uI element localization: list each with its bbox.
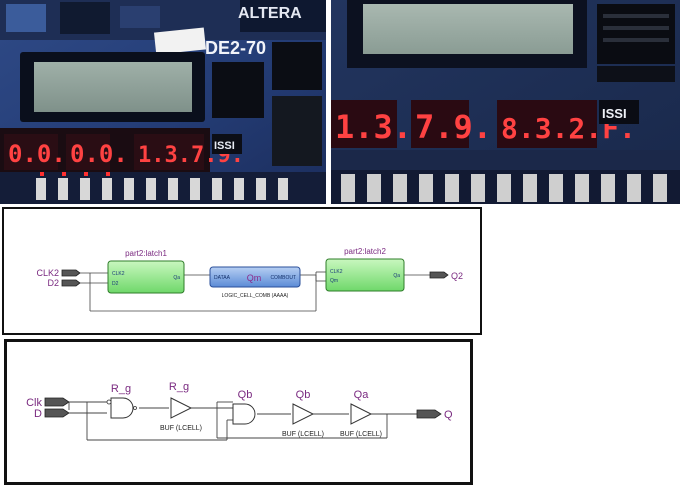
lcell-port-in: DATAA (214, 275, 231, 281)
lcell-caption: LOGIC_CELL_COMB (AAAA) (222, 293, 289, 299)
rtl-wires (80, 271, 430, 312)
buffer-caption-1: BUF (LCELL) (282, 431, 324, 438)
and-gate-qb[interactable] (232, 403, 256, 425)
lcell-name: Qm (247, 273, 262, 283)
technology-map-view: Clk D R_g R_g BUF (LCELL (4, 339, 473, 485)
board-photo-right: 1.3. 7.9. 8.3.2.F. ISSI (331, 0, 680, 204)
latch2-port-d: Qm (330, 278, 338, 284)
latch1-port-clk: CLK2 (112, 271, 125, 277)
inverter-bubble (106, 399, 112, 405)
latch1-name: part2:latch1 (125, 249, 167, 258)
red-leds-left (40, 172, 110, 176)
pin-d[interactable] (44, 408, 70, 418)
toggle-switches-left (36, 178, 288, 200)
gate-label-4: Qa (354, 389, 370, 401)
technology-map-diagram: Clk D R_g R_g BUF (LCELL (26, 381, 453, 441)
input-label-d2: D2 (47, 278, 59, 288)
latch2-port-q: Qa (393, 273, 400, 279)
issi-logo-right: ISSI (602, 106, 627, 121)
board-name-label: DE2-70 (205, 38, 266, 58)
and-gate-r-g[interactable] (110, 397, 134, 419)
rtl-netlist-view: CLK2 D2 part2:latch1 CLK2 D2 Qa DATAA Qm… (2, 207, 482, 335)
board-photo-left-image: ALTERA DE2-70 0.0. 0.0. 1.3.7.9. ISSI (0, 0, 326, 204)
latch2-port-clk: CLK2 (330, 269, 343, 275)
rtl-netlist-diagram: CLK2 D2 part2:latch1 CLK2 D2 Qa DATAA Qm… (36, 247, 463, 312)
input-label-clk2: CLK2 (36, 268, 59, 278)
hex-display-left-1: 0.0. (70, 140, 128, 168)
pin-clk[interactable] (44, 397, 70, 407)
altera-logo: ALTERA (238, 5, 302, 22)
gate-label-0: R_g (111, 383, 131, 395)
pin-q2[interactable] (429, 271, 449, 279)
buffer-qa[interactable] (350, 403, 373, 425)
issi-logo-left: ISSI (214, 140, 235, 152)
board-photo-right-image: 1.3. 7.9. 8.3.2.F. ISSI (331, 0, 680, 204)
tech-wires (68, 401, 417, 441)
buffer-caption-2: BUF (LCELL) (340, 431, 382, 438)
gate-out-node (133, 406, 137, 410)
latch1-port-q: Qa (173, 275, 180, 281)
output-label-q: Q (444, 409, 453, 421)
latch2-name: part2:latch2 (344, 247, 386, 256)
gate-label-2: Qb (238, 389, 253, 401)
hex-display-left-0: 0.0. (8, 140, 66, 168)
pin-d2[interactable] (61, 279, 81, 287)
latch1-port-d: D2 (112, 281, 119, 287)
latch1-block[interactable] (107, 260, 185, 294)
buffer-caption-0: BUF (LCELL) (160, 425, 202, 432)
pin-clk2[interactable] (61, 269, 81, 277)
input-label-d: D (34, 408, 42, 420)
latch2-block[interactable] (325, 258, 405, 292)
pin-q[interactable] (416, 409, 442, 419)
lcell-block[interactable] (209, 266, 301, 288)
lcell-port-out: COMBOUT (270, 275, 296, 281)
hex-display-right-0: 1.3. (335, 108, 412, 146)
buffer-r-g[interactable] (170, 397, 193, 419)
buffer-qb[interactable] (292, 403, 315, 425)
input-label-clk: Clk (26, 397, 42, 409)
gate-label-3: Qb (296, 389, 311, 401)
gate-label-1: R_g (169, 381, 189, 393)
board-photo-left: ALTERA DE2-70 0.0. 0.0. 1.3.7.9. ISSI (0, 0, 326, 204)
hex-display-right-1: 7.9. (415, 108, 492, 146)
toggle-switches-right (341, 174, 667, 202)
output-label-q2: Q2 (451, 271, 463, 281)
